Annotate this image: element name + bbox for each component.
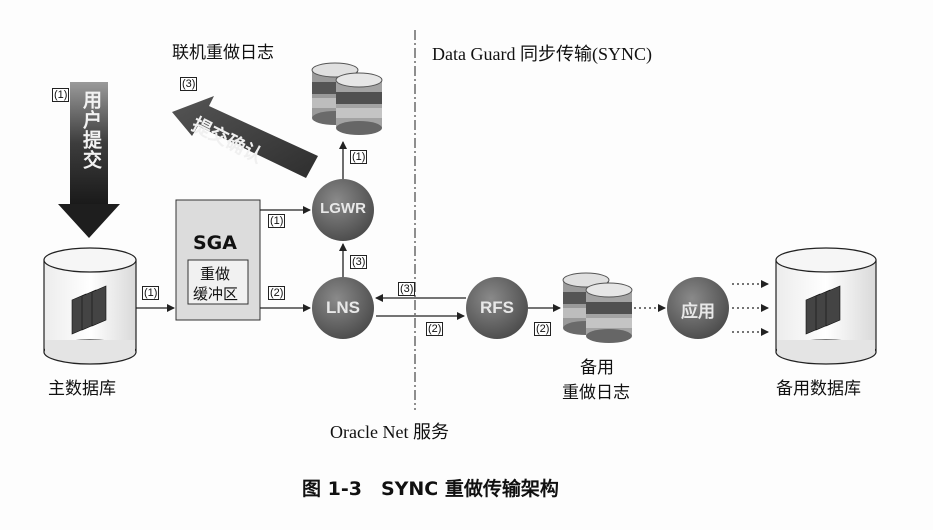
user-commit-arrow xyxy=(58,82,120,238)
lgwr-process xyxy=(312,179,374,241)
step-tag-commit-ack: (3) xyxy=(180,77,198,91)
redo-buffer-label-line1: 重做 xyxy=(200,265,231,283)
step-tag-rfs-to-lns: (3) xyxy=(398,282,416,296)
step-tag-sga-to-lns: (2) xyxy=(268,286,286,300)
standby-redo-label-line1: 备用 xyxy=(580,358,614,378)
step-tag-rfs-to-standby-redo: (2) xyxy=(534,322,552,336)
step-tag-sga-to-lgwr: (1) xyxy=(268,214,286,228)
commit-ack-arrow xyxy=(172,96,318,178)
lns-process xyxy=(312,277,374,339)
rfs-process xyxy=(466,277,528,339)
standby-db-files xyxy=(805,285,841,335)
step-tag-primary-to-sga: (1) xyxy=(142,286,160,300)
standby-redo-label-line2: 重做日志 xyxy=(562,383,630,403)
apply-process xyxy=(667,277,729,339)
user-commit-label: 用户提交 xyxy=(80,90,102,170)
figure-caption: 图 1-3 SYNC 重做传输架构 xyxy=(302,478,559,500)
lgwr-label: LGWR xyxy=(320,200,366,217)
primary-db-files xyxy=(71,285,107,335)
standby-redo-log-disks xyxy=(562,272,633,343)
sga-box xyxy=(175,199,261,321)
dataguard-sync-label: Data Guard 同步传输(SYNC) xyxy=(432,44,652,64)
apply-label: 应用 xyxy=(681,302,715,322)
standby-db-cylinder xyxy=(775,247,877,365)
rfs-label: RFS xyxy=(480,298,514,317)
primary-db-cylinder xyxy=(43,247,137,365)
step-tag-lns-to-lgwr: (3) xyxy=(350,255,368,269)
step-tag-lns-to-rfs: (2) xyxy=(426,322,444,336)
online-redo-log-disks xyxy=(311,62,383,135)
oracle-net-label: Oracle Net 服务 xyxy=(330,422,449,442)
standby-db-label: 备用数据库 xyxy=(776,379,861,399)
online-redo-log-label: 联机重做日志 xyxy=(172,43,274,63)
primary-db-label: 主数据库 xyxy=(48,379,116,399)
sga-label: SGA xyxy=(193,232,237,254)
redo-buffer-label-line2: 缓冲区 xyxy=(193,285,239,303)
step-tag-user-commit: (1) xyxy=(52,88,70,102)
step-tag-lgwr-to-log: (1) xyxy=(350,150,368,164)
lns-label: LNS xyxy=(326,298,360,317)
